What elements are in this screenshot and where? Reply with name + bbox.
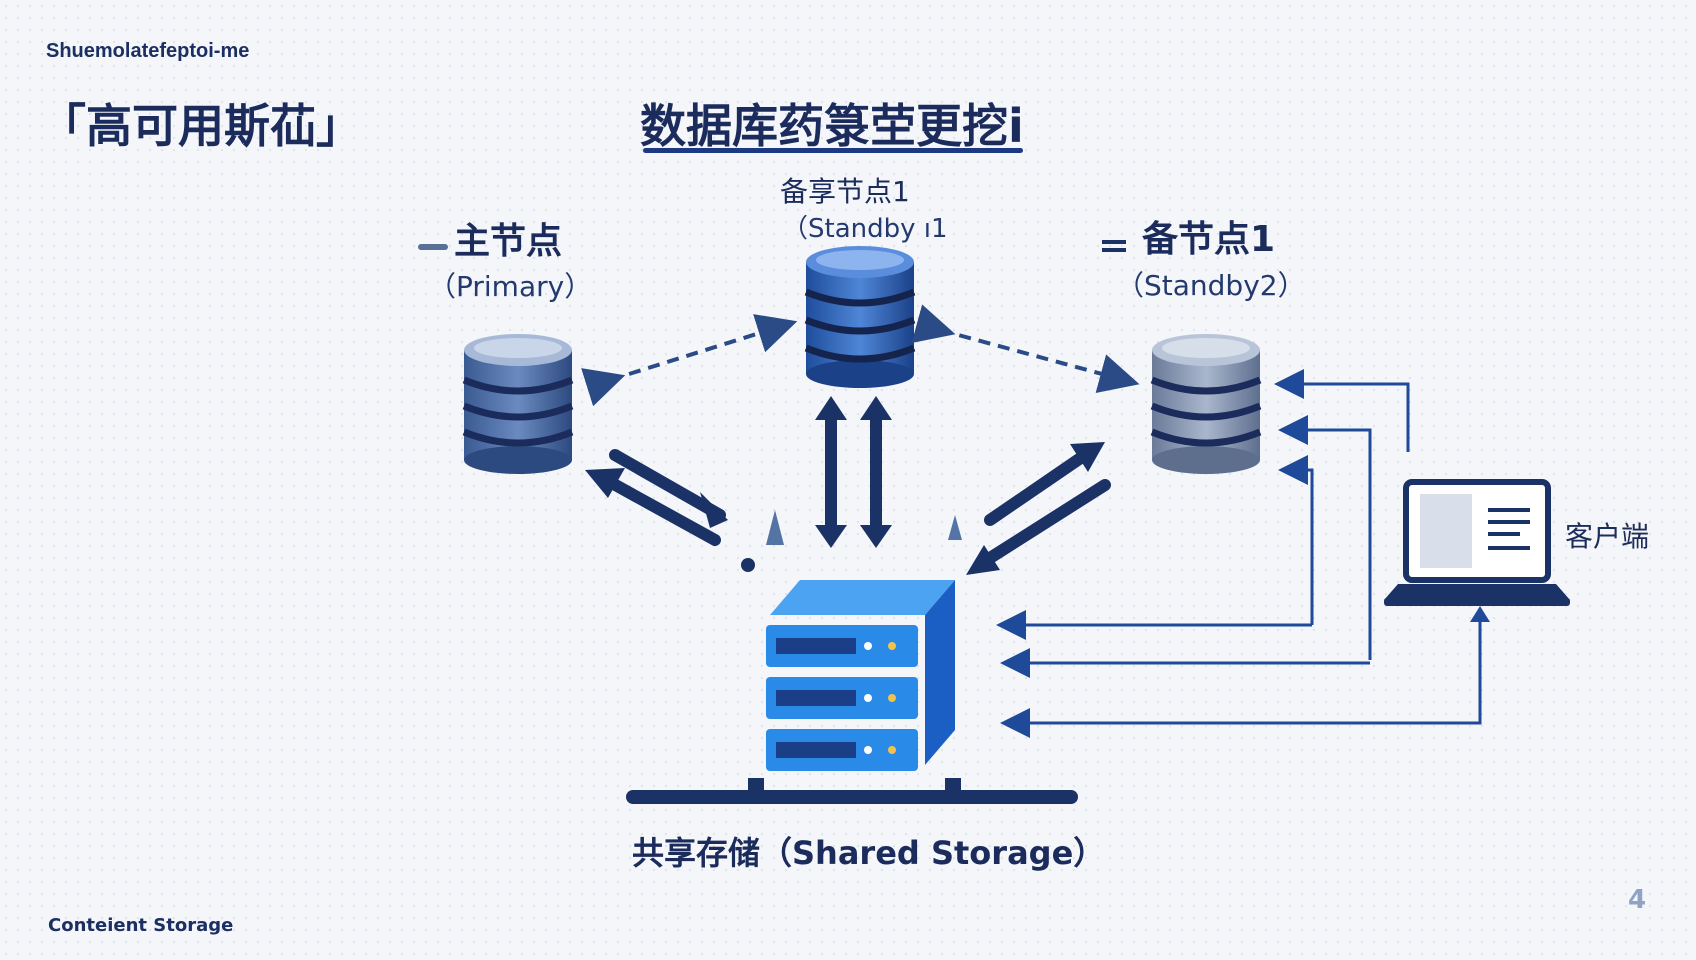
standby2-node-name: 备节点1	[1142, 219, 1276, 260]
node-marker-icon	[418, 243, 448, 250]
connector-triangle	[948, 515, 962, 540]
client-connection-lines	[996, 369, 1482, 738]
replication-arrow-standby1-standby2	[911, 304, 1140, 394]
standby1-node-sub: （Standby ı1	[782, 214, 948, 244]
page-title: 数据库药箓茔更挖i	[640, 99, 1024, 153]
primary-storage-arrows	[585, 449, 728, 546]
kicker-text: Shuemolatefeptoi-me	[46, 40, 250, 62]
standby2-database-icon	[1150, 334, 1262, 474]
standby1-database-icon	[804, 246, 916, 388]
standby2-storage-arrows	[966, 442, 1111, 575]
primary-node-name: 主节点	[454, 221, 563, 262]
footer-text: Conteient Storage	[48, 915, 234, 936]
client-laptop-icon	[1384, 479, 1570, 606]
client-up-arrow	[1470, 606, 1490, 622]
node-marker-icon	[1102, 238, 1128, 256]
shared-storage-server-icon	[626, 580, 1078, 804]
primary-node-label: 主节点	[414, 212, 562, 264]
standby1-node-name: 备享节点1	[780, 175, 910, 208]
connector-dot	[741, 558, 755, 572]
standby2-node-label: 备节点1	[1102, 210, 1275, 262]
replication-arrow-primary-standby1	[581, 314, 798, 407]
primary-node-sub: （Primary）	[428, 270, 593, 303]
title-underline	[643, 148, 1023, 153]
storage-label: 共享存储（Shared Storage）	[632, 834, 1106, 872]
primary-database-icon	[462, 334, 574, 474]
client-label: 客户端	[1565, 520, 1650, 553]
section-title: 「高可用斯苮」	[40, 99, 362, 153]
standby2-node-sub: （Standby2）	[1116, 269, 1306, 302]
connector-triangle	[766, 510, 784, 545]
page-number: 4	[1628, 885, 1647, 915]
standby1-storage-arrows	[815, 396, 892, 548]
